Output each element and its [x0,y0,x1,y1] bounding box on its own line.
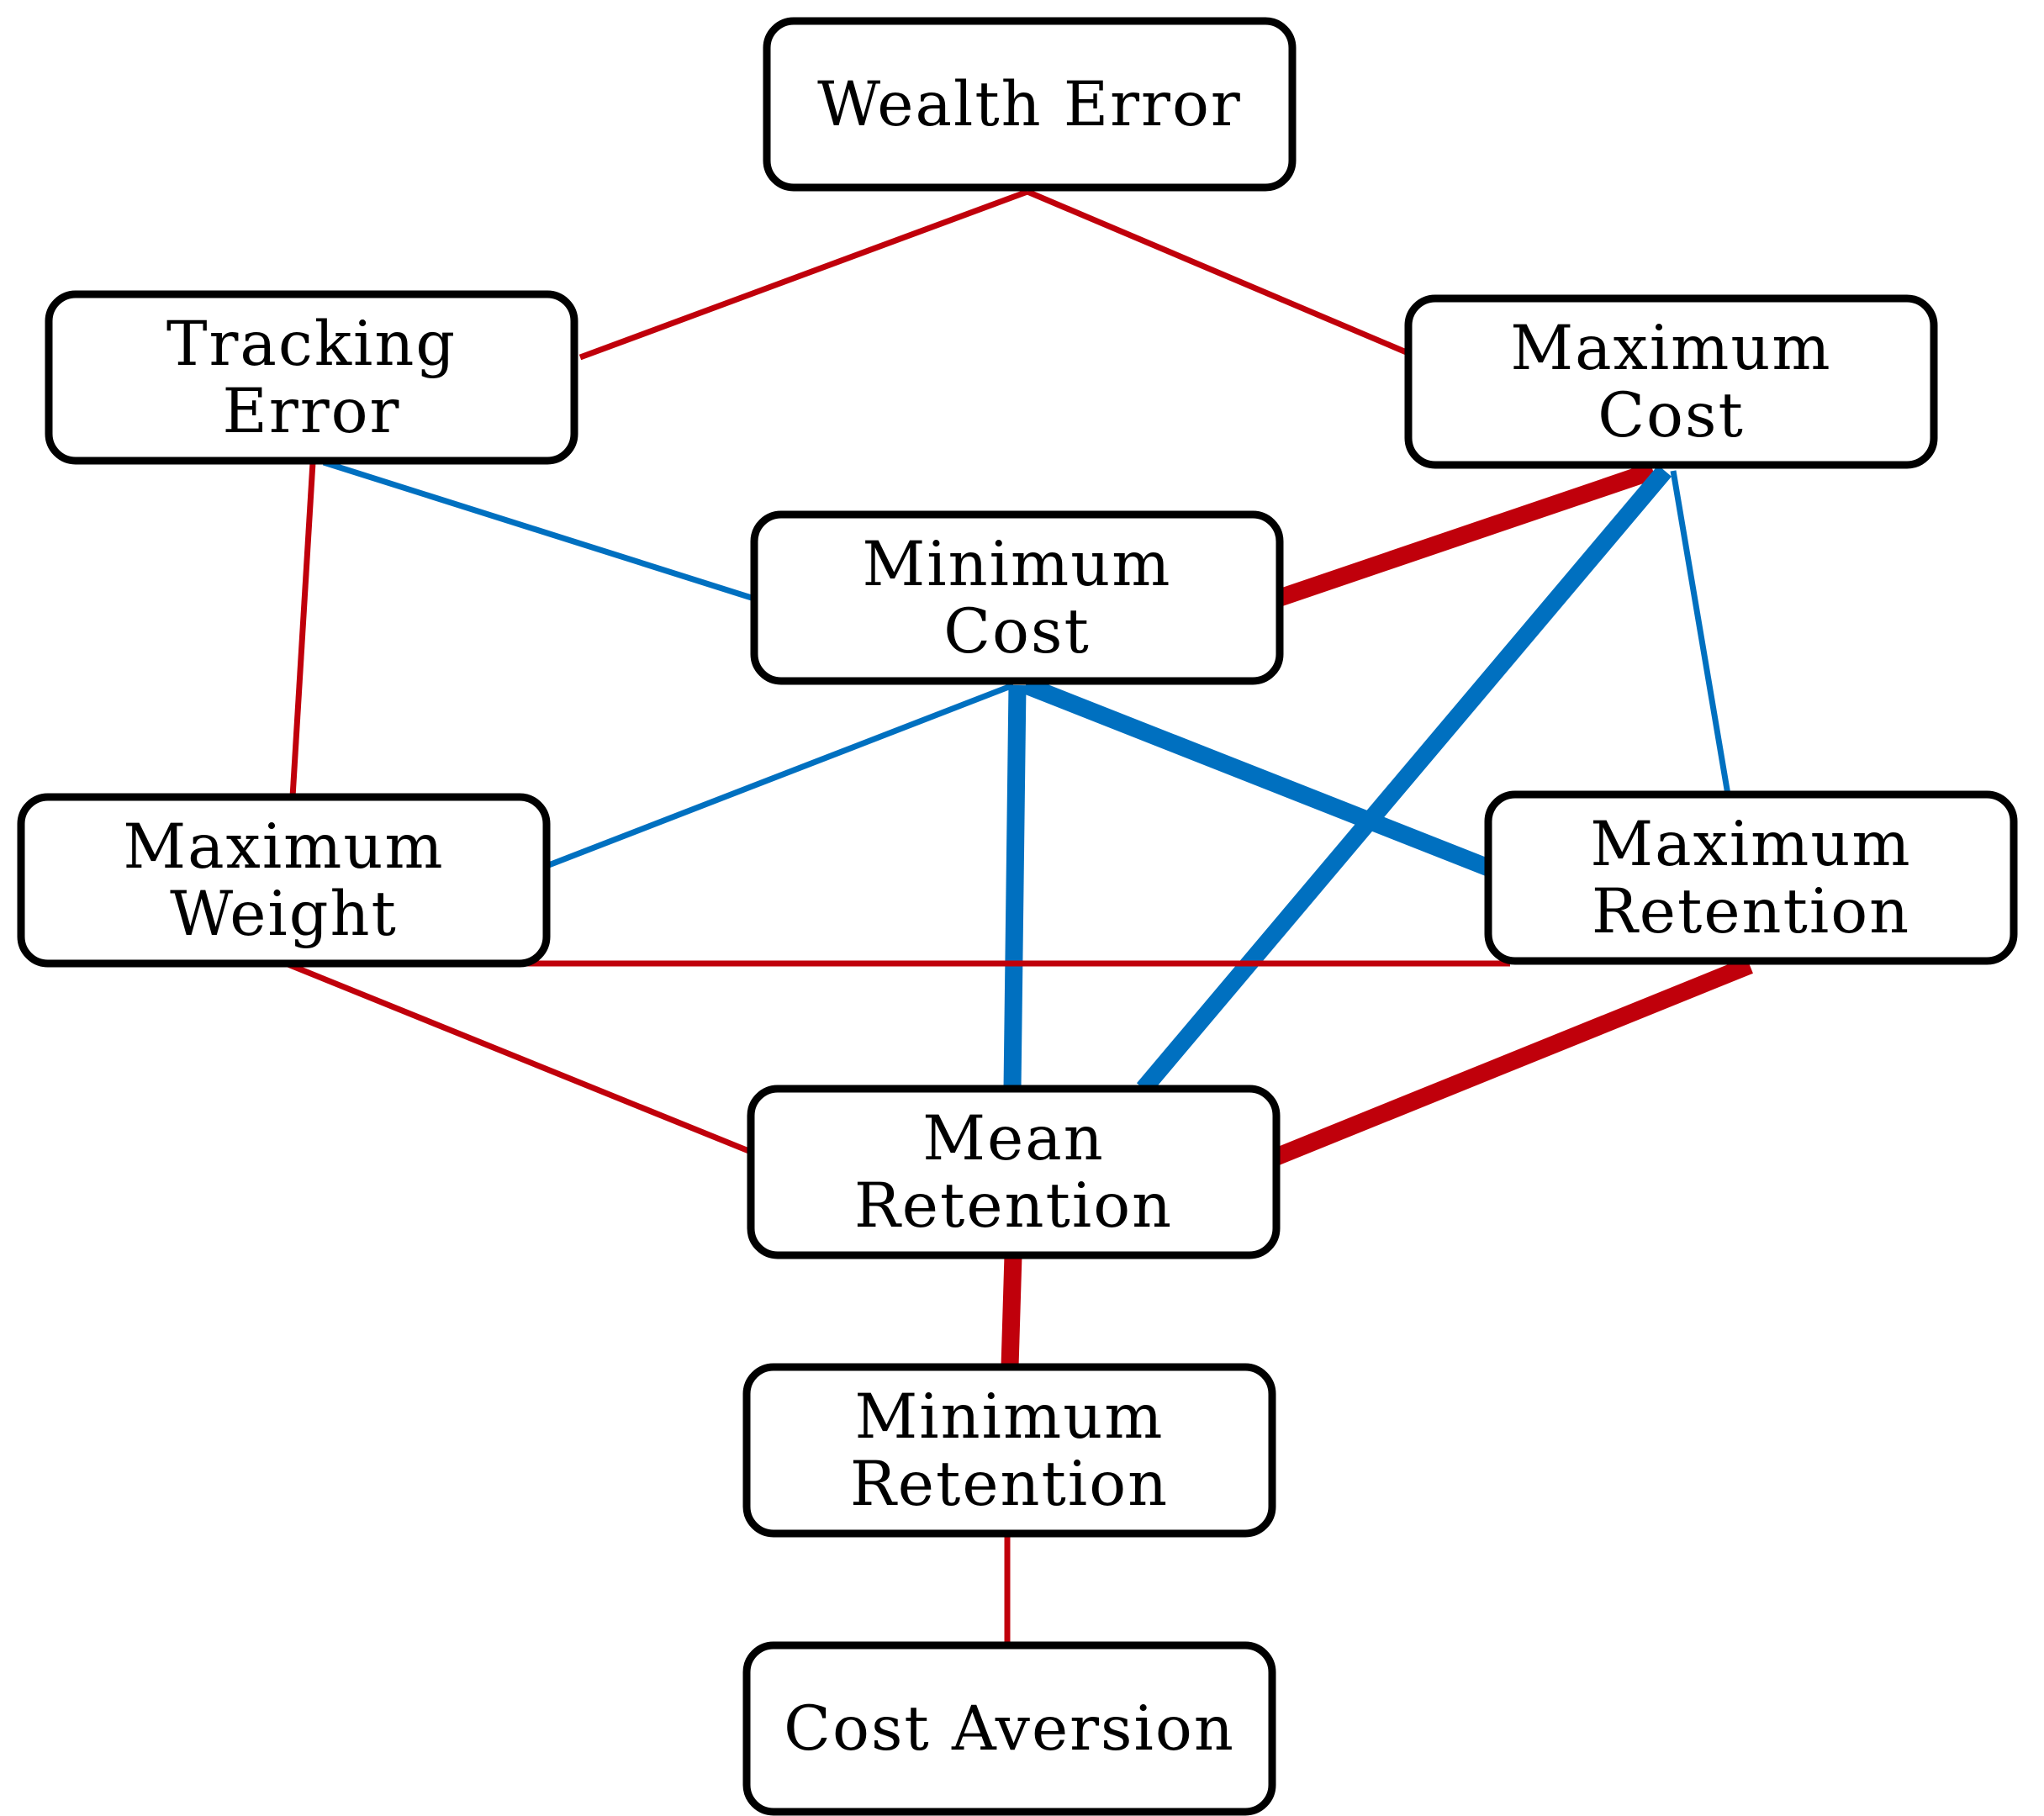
node-label-tracking-error-line-1: Tracking [166,309,457,380]
edge-maximum-weight-to-mean-retention [284,960,753,1155]
node-label-minimum-cost-line-2: Cost [943,596,1091,668]
node-label-maximum-weight-line-2: Weight [170,879,398,950]
edge-tracking-error-to-maximum-weight [289,462,316,798]
edges-layer [284,188,1753,1645]
node-label-maximum-retention-line-1: Maximum [1590,809,1911,880]
edge-maximum-retention-to-mean-retention [1273,957,1753,1165]
edge-minimum-cost-to-maximum-retention [1022,677,1492,876]
nodes-layer: Wealth ErrorTrackingErrorMaximumCostMini… [17,17,2018,1816]
node-box-minimum-cost [750,510,1284,685]
node-label-minimum-retention-line-1: Minimum [855,1381,1165,1453]
node-box-tracking-error [45,290,578,465]
edge-wealth-error-to-tracking-error [578,188,1029,361]
node-label-maximum-cost-line-2: Cost [1598,380,1745,451]
node-box-minimum-retention [742,1363,1276,1538]
edge-tracking-error-to-minimum-cost [322,459,756,602]
edge-maximum-cost-to-mean-retention [1136,465,1672,1095]
node-label-maximum-cost-line-1: Maximum [1510,313,1831,384]
edge-mean-retention-to-minimum-retention [1001,1254,1022,1368]
node-label-minimum-retention-line-2: Retention [850,1449,1169,1520]
node-label-tracking-error-line-2: Error [223,376,401,447]
node-box-cost-aversion [742,1641,1276,1816]
edge-maximum-cost-to-minimum-cost [1276,462,1656,606]
edge-minimum-cost-to-maximum-weight [545,682,1015,869]
node-label-cost-aversion-line-1: Cost Aversion [784,1693,1235,1765]
node-label-minimum-cost-line-1: Minimum [863,529,1172,600]
node-label-mean-retention-line-1: Mean [922,1103,1105,1175]
node-box-maximum-retention [1484,790,2018,965]
edge-minimum-cost-to-mean-retention [1003,684,1027,1090]
node-box-maximum-cost [1404,294,1938,469]
node-box-wealth-error [763,17,1297,192]
node-cost-aversion: Cost Aversion [742,1641,1276,1816]
node-box-mean-retention [747,1085,1281,1259]
node-wealth-error: Wealth Error [763,17,1297,192]
edge-wealth-error-to-maximum-cost [1026,188,1410,356]
edge-maximum-cost-to-maximum-retention [1670,470,1731,795]
node-label-maximum-retention-line-2: Retention [1592,876,1910,948]
node-label-wealth-error-line-1: Wealth Error [817,69,1242,140]
node-box-maximum-weight [17,793,551,968]
node-label-maximum-weight-line-1: Maximum [123,811,444,883]
node-label-mean-retention-line-2: Retention [854,1170,1173,1242]
